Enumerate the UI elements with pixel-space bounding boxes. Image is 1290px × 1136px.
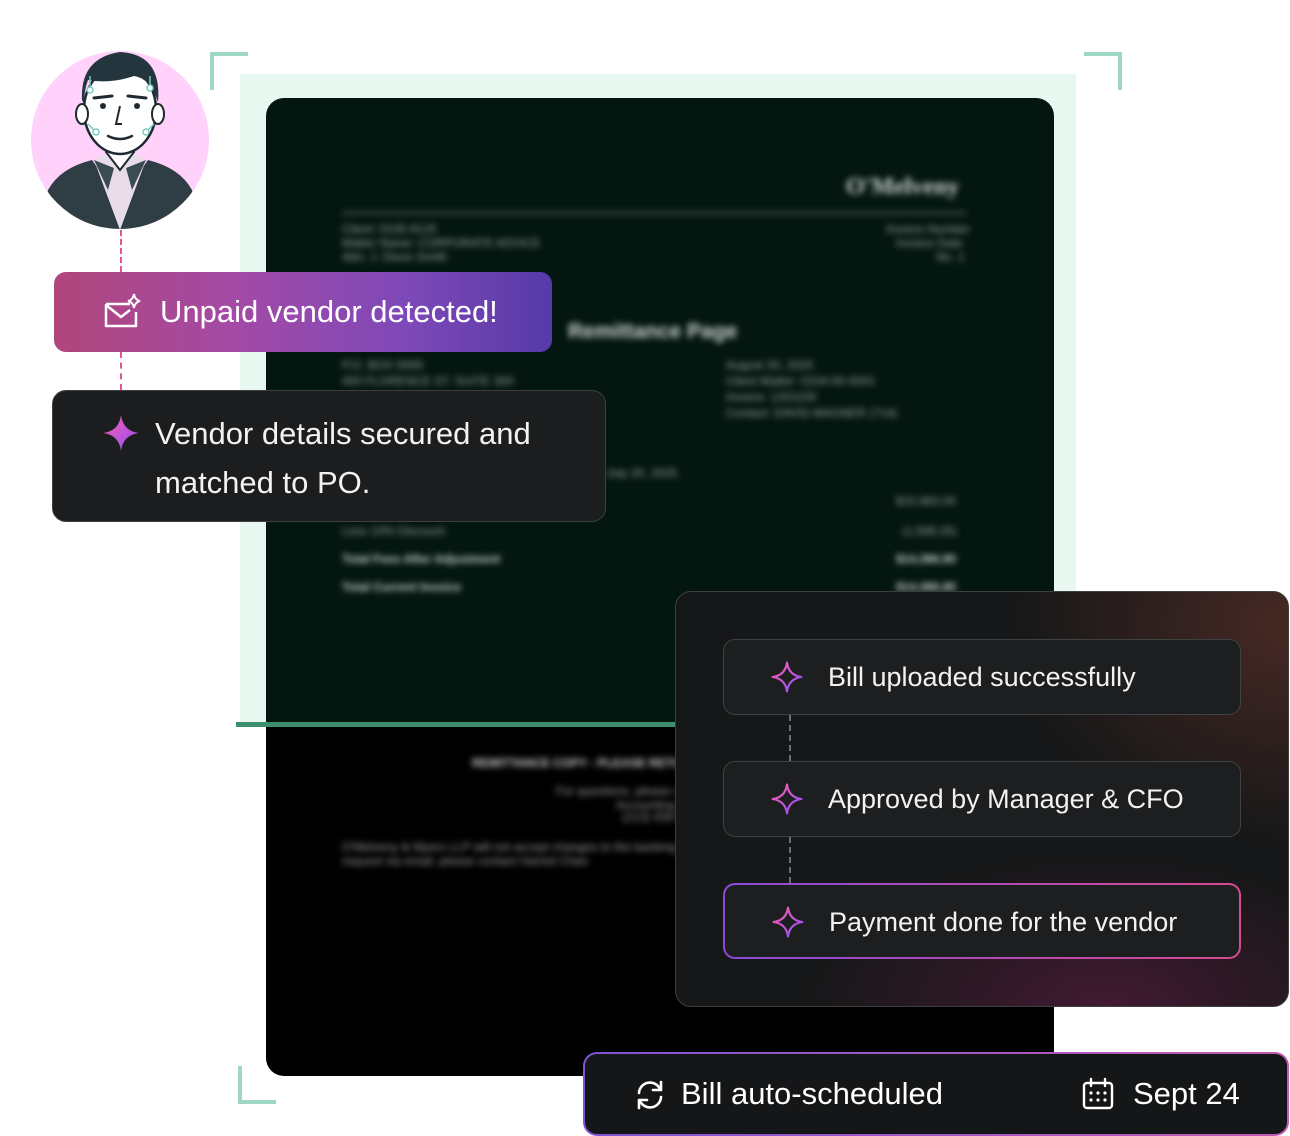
workflow-step-label: Bill uploaded successfully <box>828 662 1136 692</box>
unpaid-vendor-alert: Unpaid vendor detected! <box>54 272 552 352</box>
workflow-panel: Bill uploaded successfully Approved by M… <box>675 591 1289 1007</box>
refresh-icon <box>637 1080 663 1110</box>
document-title: Remittance Page <box>568 320 738 343</box>
invoice-document-preview: O'Melveny Client: 0105-9125 Matter Name:… <box>266 98 1054 1076</box>
workflow-step-bill-uploaded: Bill uploaded successfully <box>723 639 1241 715</box>
scan-frame-corner-bottom-left <box>238 1066 276 1104</box>
bill-schedule-bar: Bill auto-scheduled Sept 24 <box>583 1052 1289 1136</box>
connector-line <box>120 230 122 272</box>
document-footer-heading: REMITTANCE COPY - PLEASE RETURN <box>472 756 699 770</box>
sparkle-outline-icon <box>771 783 803 815</box>
workflow-step-approved: Approved by Manager & CFO <box>723 761 1241 837</box>
scan-frame-corner-top-left <box>210 52 248 90</box>
calendar-icon <box>1082 1077 1114 1110</box>
document-logo: O'Melveny <box>846 174 960 200</box>
sparkle-icon <box>103 415 139 451</box>
schedule-date: Sept 24 <box>1133 1076 1240 1111</box>
scan-line <box>236 722 686 727</box>
bill-schedule-label: Bill auto-scheduled <box>681 1076 943 1111</box>
vendor-details-card: Vendor details secured and matched to PO… <box>52 390 606 522</box>
workflow-step-label: Approved by Manager & CFO <box>828 784 1184 814</box>
workflow-step-label: Payment done for the vendor <box>829 907 1178 937</box>
scan-frame-corner-top-right <box>1084 52 1122 90</box>
unpaid-vendor-label: Unpaid vendor detected! <box>160 294 498 329</box>
vendor-details-label: Vendor details secured and matched to PO… <box>155 416 531 500</box>
workflow-step-payment-done: Payment done for the vendor <box>723 883 1241 959</box>
avatar <box>31 51 209 229</box>
document-date: August 20, 2025 <box>726 358 814 372</box>
mail-sparkle-icon <box>104 293 141 328</box>
connector-line <box>120 352 122 390</box>
workflow-connector <box>789 837 791 883</box>
workflow-connector <box>789 715 791 761</box>
sparkle-outline-icon <box>771 661 803 693</box>
sparkle-outline-icon <box>772 906 804 938</box>
